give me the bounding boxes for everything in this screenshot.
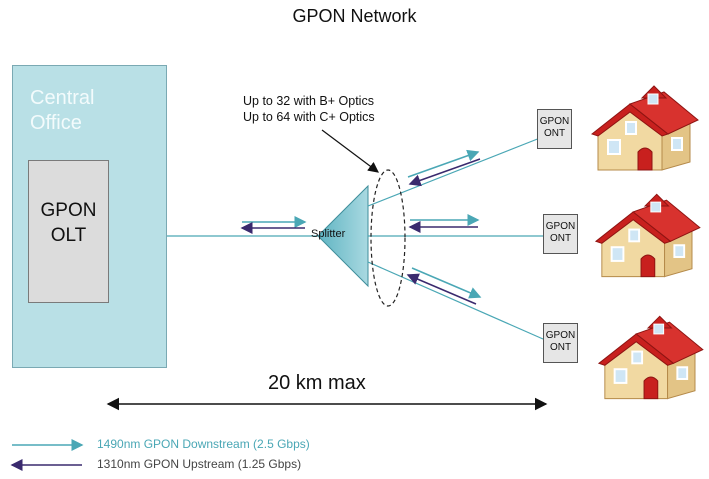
olt-box bbox=[28, 160, 109, 303]
ont-box-middle: GPON ONT bbox=[543, 214, 578, 254]
fiber-branch-top bbox=[367, 137, 541, 207]
house-icon bbox=[594, 193, 701, 278]
ont-box-top: GPON ONT bbox=[537, 109, 572, 149]
ont-box-bottom: GPON ONT bbox=[543, 323, 578, 363]
bottom-downstream-arrow bbox=[411, 267, 482, 299]
fiber-branch-bottom bbox=[367, 261, 544, 340]
top-downstream-arrow bbox=[407, 149, 480, 178]
house-icon bbox=[591, 85, 699, 171]
diagram-title: GPON Network bbox=[292, 6, 417, 26]
legend-upstream-label: 1310nm GPON Upstream (1.25 Gbps) bbox=[97, 457, 302, 471]
legend-downstream-label: 1490nm GPON Downstream (2.5 Gbps) bbox=[97, 437, 310, 451]
split-ratio-ellipse bbox=[370, 169, 406, 307]
splitter-label: Splitter bbox=[311, 228, 346, 240]
bottom-upstream-arrow bbox=[406, 273, 477, 305]
note-pointer-arrow bbox=[321, 129, 379, 173]
house-icon bbox=[597, 315, 704, 400]
split-ratio-note: Up to 32 with B+ Optics Up to 64 with C+… bbox=[243, 94, 375, 124]
central-office-label: Central Office bbox=[30, 87, 95, 134]
distance-label: 20 km max bbox=[268, 372, 366, 394]
olt-label: GPON OLT bbox=[40, 200, 97, 246]
top-upstream-arrow bbox=[408, 158, 481, 187]
